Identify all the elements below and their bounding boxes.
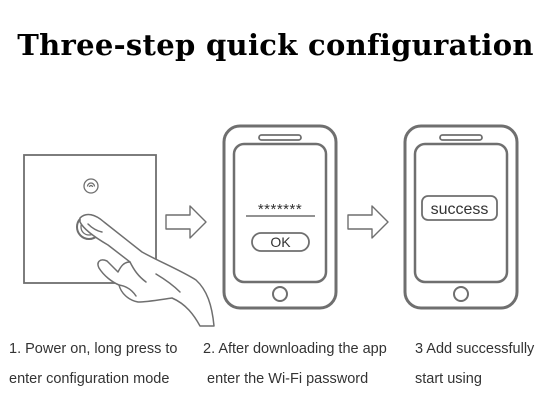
- success-badge: [421, 195, 498, 221]
- step3-caption-line2: start using: [415, 371, 482, 387]
- ok-button: [251, 232, 310, 252]
- success-label: success: [431, 201, 489, 218]
- arrow-right-icon: [165, 205, 207, 239]
- arrow-right-icon: [347, 205, 389, 239]
- password-mask: *******: [258, 201, 302, 218]
- step2-caption-line2: enter the Wi-Fi password: [207, 371, 369, 387]
- step3-caption-line1: 3 Add successfully: [415, 341, 535, 357]
- step1-caption-line1: 1. Power on, long press to: [9, 341, 178, 357]
- page-title: Three-step quick configuration: [17, 28, 534, 62]
- hand-icon: [79, 213, 215, 327]
- step1-caption-line2: enter configuration mode: [9, 371, 170, 387]
- ok-label: OK: [270, 234, 291, 250]
- step2-caption-line1: 2. After downloading the app: [203, 341, 387, 357]
- wifi-icon: [83, 178, 99, 194]
